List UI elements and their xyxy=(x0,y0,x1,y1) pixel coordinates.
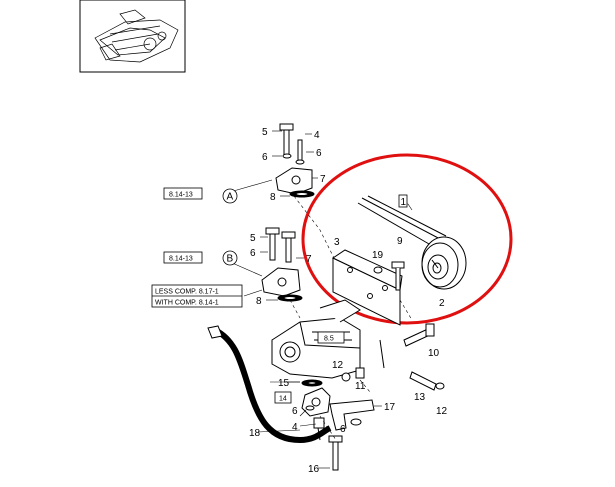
ref-box-a[interactable]: 8.14-13 xyxy=(163,187,203,200)
less-comp-label: LESS COMP. 8.17-1 xyxy=(155,289,219,296)
part-13-label: 13 xyxy=(414,392,426,403)
with-comp-label: WITH COMP. 8.14-1 xyxy=(155,300,219,307)
part-15-label: 15 xyxy=(278,378,290,389)
part-10-label: 10 xyxy=(428,348,440,359)
bolt-10[interactable] xyxy=(403,323,435,347)
part-18-label: 18 xyxy=(249,428,261,439)
ref-a-label: 8.14-13 xyxy=(169,192,193,199)
part-16-label: 16 xyxy=(308,464,320,475)
nut-11[interactable] xyxy=(341,339,385,382)
part-7-label: 7 xyxy=(306,254,312,265)
ref-box-14[interactable]: 14 xyxy=(274,391,292,404)
ref-box-comp[interactable]: LESS COMP. 8.17-1 WITH COMP. 8.14-1 xyxy=(151,284,243,308)
part-3-label: 3 xyxy=(334,237,340,248)
part-6-label: 6 xyxy=(340,424,346,435)
part-9-label: 9 xyxy=(397,236,403,247)
solid-leaders xyxy=(229,179,413,433)
part-6-label: 6 xyxy=(262,152,268,163)
small-fasteners[interactable] xyxy=(305,405,325,441)
part-6-label: 6 xyxy=(316,148,322,159)
part-5-label: 5 xyxy=(250,233,256,244)
ref-box-85[interactable]: 8.5 xyxy=(317,331,345,344)
overview-thumbnail[interactable] xyxy=(79,0,186,73)
callout-a-label: A xyxy=(227,192,234,203)
part-8-label: 8 xyxy=(256,296,262,307)
fitting-14[interactable] xyxy=(301,379,331,417)
pipe-17[interactable] xyxy=(329,399,375,431)
part-11-label: 11 xyxy=(355,381,366,392)
part-12-label: 12 xyxy=(436,406,448,417)
pump-housing[interactable] xyxy=(271,299,361,379)
part-6-label: 6 xyxy=(250,248,256,259)
part-8-label: 8 xyxy=(270,192,276,203)
part-4-label: 4 xyxy=(292,422,298,433)
part-7-label: 7 xyxy=(320,174,326,185)
bolt-13[interactable] xyxy=(409,371,445,391)
part-5-label: 5 xyxy=(262,127,268,138)
bolt-16[interactable] xyxy=(328,435,343,471)
highlight-circle xyxy=(301,153,513,325)
part-1-label: 1 xyxy=(401,197,407,208)
ref-b-label: 8.14-13 xyxy=(169,256,193,263)
part-12-label: 12 xyxy=(332,360,344,371)
belt-pulley-assembly[interactable] xyxy=(357,195,467,290)
part-4-label: 4 xyxy=(314,130,320,141)
hose-18[interactable] xyxy=(207,325,332,444)
label-dashes xyxy=(260,130,382,469)
callout-b[interactable]: B xyxy=(222,250,238,266)
part-19-label: 19 xyxy=(372,250,384,261)
callout-b-label: B xyxy=(227,254,234,265)
clamp-assembly-b[interactable] xyxy=(261,227,303,302)
ref-14-label: 14 xyxy=(279,396,287,403)
ref-box-1[interactable]: 1 xyxy=(398,194,408,208)
callout-a[interactable]: A xyxy=(222,188,238,204)
ref-85-label: 8.5 xyxy=(324,336,334,343)
part-17-label: 17 xyxy=(384,402,396,413)
clamp-assembly-a[interactable] xyxy=(275,123,315,198)
bolt-9[interactable] xyxy=(373,261,405,291)
leader-lines xyxy=(289,195,413,441)
part-6-label: 6 xyxy=(292,406,298,417)
ref-box-b[interactable]: 8.14-13 xyxy=(163,251,203,264)
part-2-label: 2 xyxy=(439,298,445,309)
part-labels: 5 4 6 6 7 8 5 6 7 8 3 9 19 2 10 12 11 13… xyxy=(249,127,448,475)
